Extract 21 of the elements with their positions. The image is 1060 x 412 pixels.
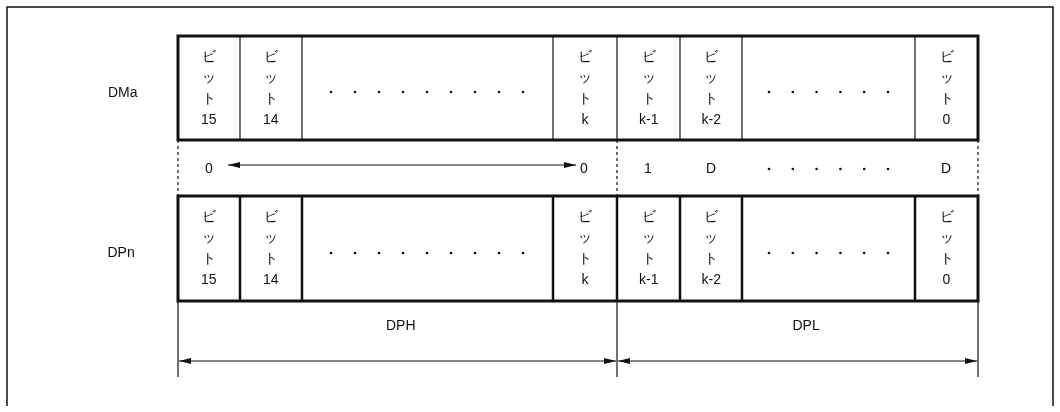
bit-label: ビット14 bbox=[263, 207, 279, 289]
bit-label: ビットk bbox=[578, 207, 592, 289]
register-name: DMa bbox=[108, 84, 138, 100]
byte-label: DPL bbox=[792, 317, 820, 333]
register-name: DPn bbox=[107, 244, 135, 260]
bit-label: ビットk-2 bbox=[701, 207, 721, 289]
bit-label: ビットk-1 bbox=[639, 47, 659, 129]
bit-label: ビット14 bbox=[263, 47, 279, 129]
bit-label: ビットk-1 bbox=[639, 207, 659, 289]
bit-value: D bbox=[706, 160, 717, 176]
bit-label: ビット0 bbox=[939, 47, 954, 129]
bit-label: ビット15 bbox=[201, 47, 217, 129]
bit-label: ビットk bbox=[578, 47, 592, 129]
bit-label: ビット15 bbox=[201, 207, 217, 289]
bit-value: 1 bbox=[644, 160, 652, 176]
bit-value: 0 bbox=[205, 160, 213, 176]
bit-label: ビット0 bbox=[939, 207, 954, 289]
byte-label: DPH bbox=[386, 317, 416, 333]
bit-value: 0 bbox=[580, 160, 588, 176]
bit-value: D bbox=[941, 160, 952, 176]
bit-label: ビットk-2 bbox=[701, 47, 721, 129]
